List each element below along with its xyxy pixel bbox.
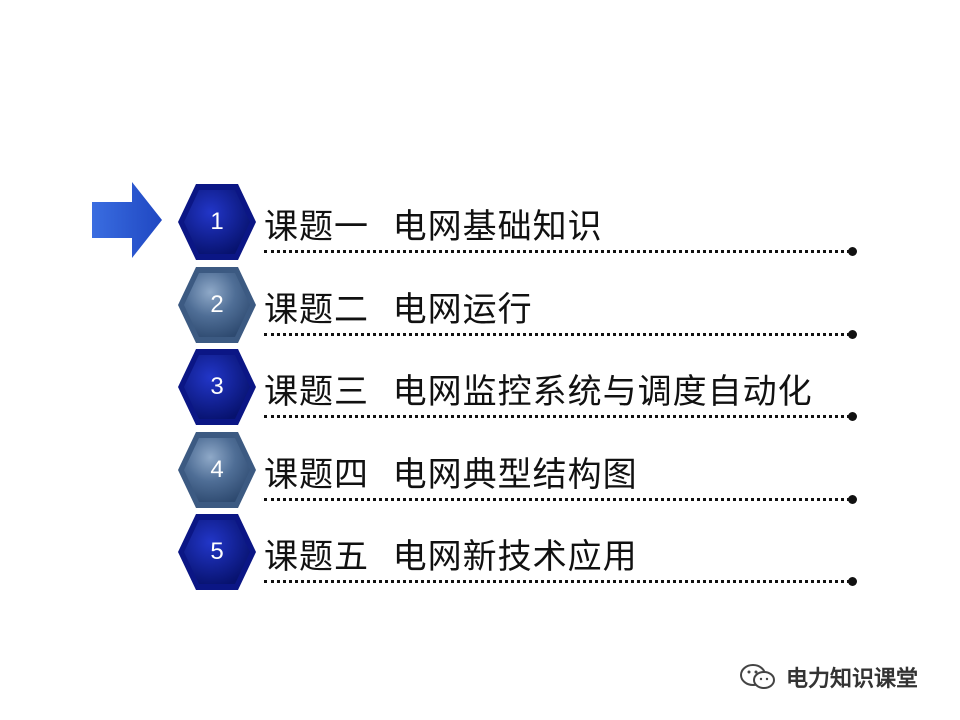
item-title: 课题五 电网新技术应用 [264,537,638,577]
agenda-item-4[interactable]: 4 课题四 电网典型结构图 [176,430,866,510]
hexagon-badge-icon [176,265,258,345]
item-number: 5 [210,538,224,565]
agenda-item-2[interactable]: 2 课题二 电网运行 [176,265,866,345]
leader-end-dot [848,247,857,256]
leader-end-dot [848,412,857,421]
hexagon-badge-icon [176,182,258,262]
item-number: 2 [210,291,224,318]
dotted-leader [264,580,850,583]
leader-end-dot [848,330,857,339]
hexagon-badge-icon [176,512,258,592]
item-title: 课题一 电网基础知识 [264,207,603,247]
item-title: 课题四 电网典型结构图 [264,455,638,495]
current-item-arrow-icon [92,182,162,258]
item-title: 课题二 电网运行 [264,290,533,330]
item-number: 3 [210,373,224,400]
wechat-watermark: 电力知识课堂 [738,662,918,692]
dotted-leader [264,250,850,253]
watermark-text: 电力知识课堂 [786,667,919,692]
hexagon-badge-icon [176,430,258,510]
agenda-item-5[interactable]: 5 课题五 电网新技术应用 [176,512,866,592]
dotted-leader [264,333,850,336]
item-number: 4 [210,456,224,483]
wechat-logo-icon [740,664,775,689]
agenda-item-1[interactable]: 1 课题一 电网基础知识 [176,182,866,262]
item-title: 课题三 电网监控系统与调度自动化 [264,372,813,412]
leader-end-dot [848,577,857,586]
leader-end-dot [848,495,857,504]
dotted-leader [264,498,850,501]
dotted-leader [264,415,850,418]
item-number: 1 [210,208,224,235]
hexagon-badge-icon [176,347,258,427]
agenda-item-3[interactable]: 3 课题三 电网监控系统与调度自动化 [176,347,866,427]
